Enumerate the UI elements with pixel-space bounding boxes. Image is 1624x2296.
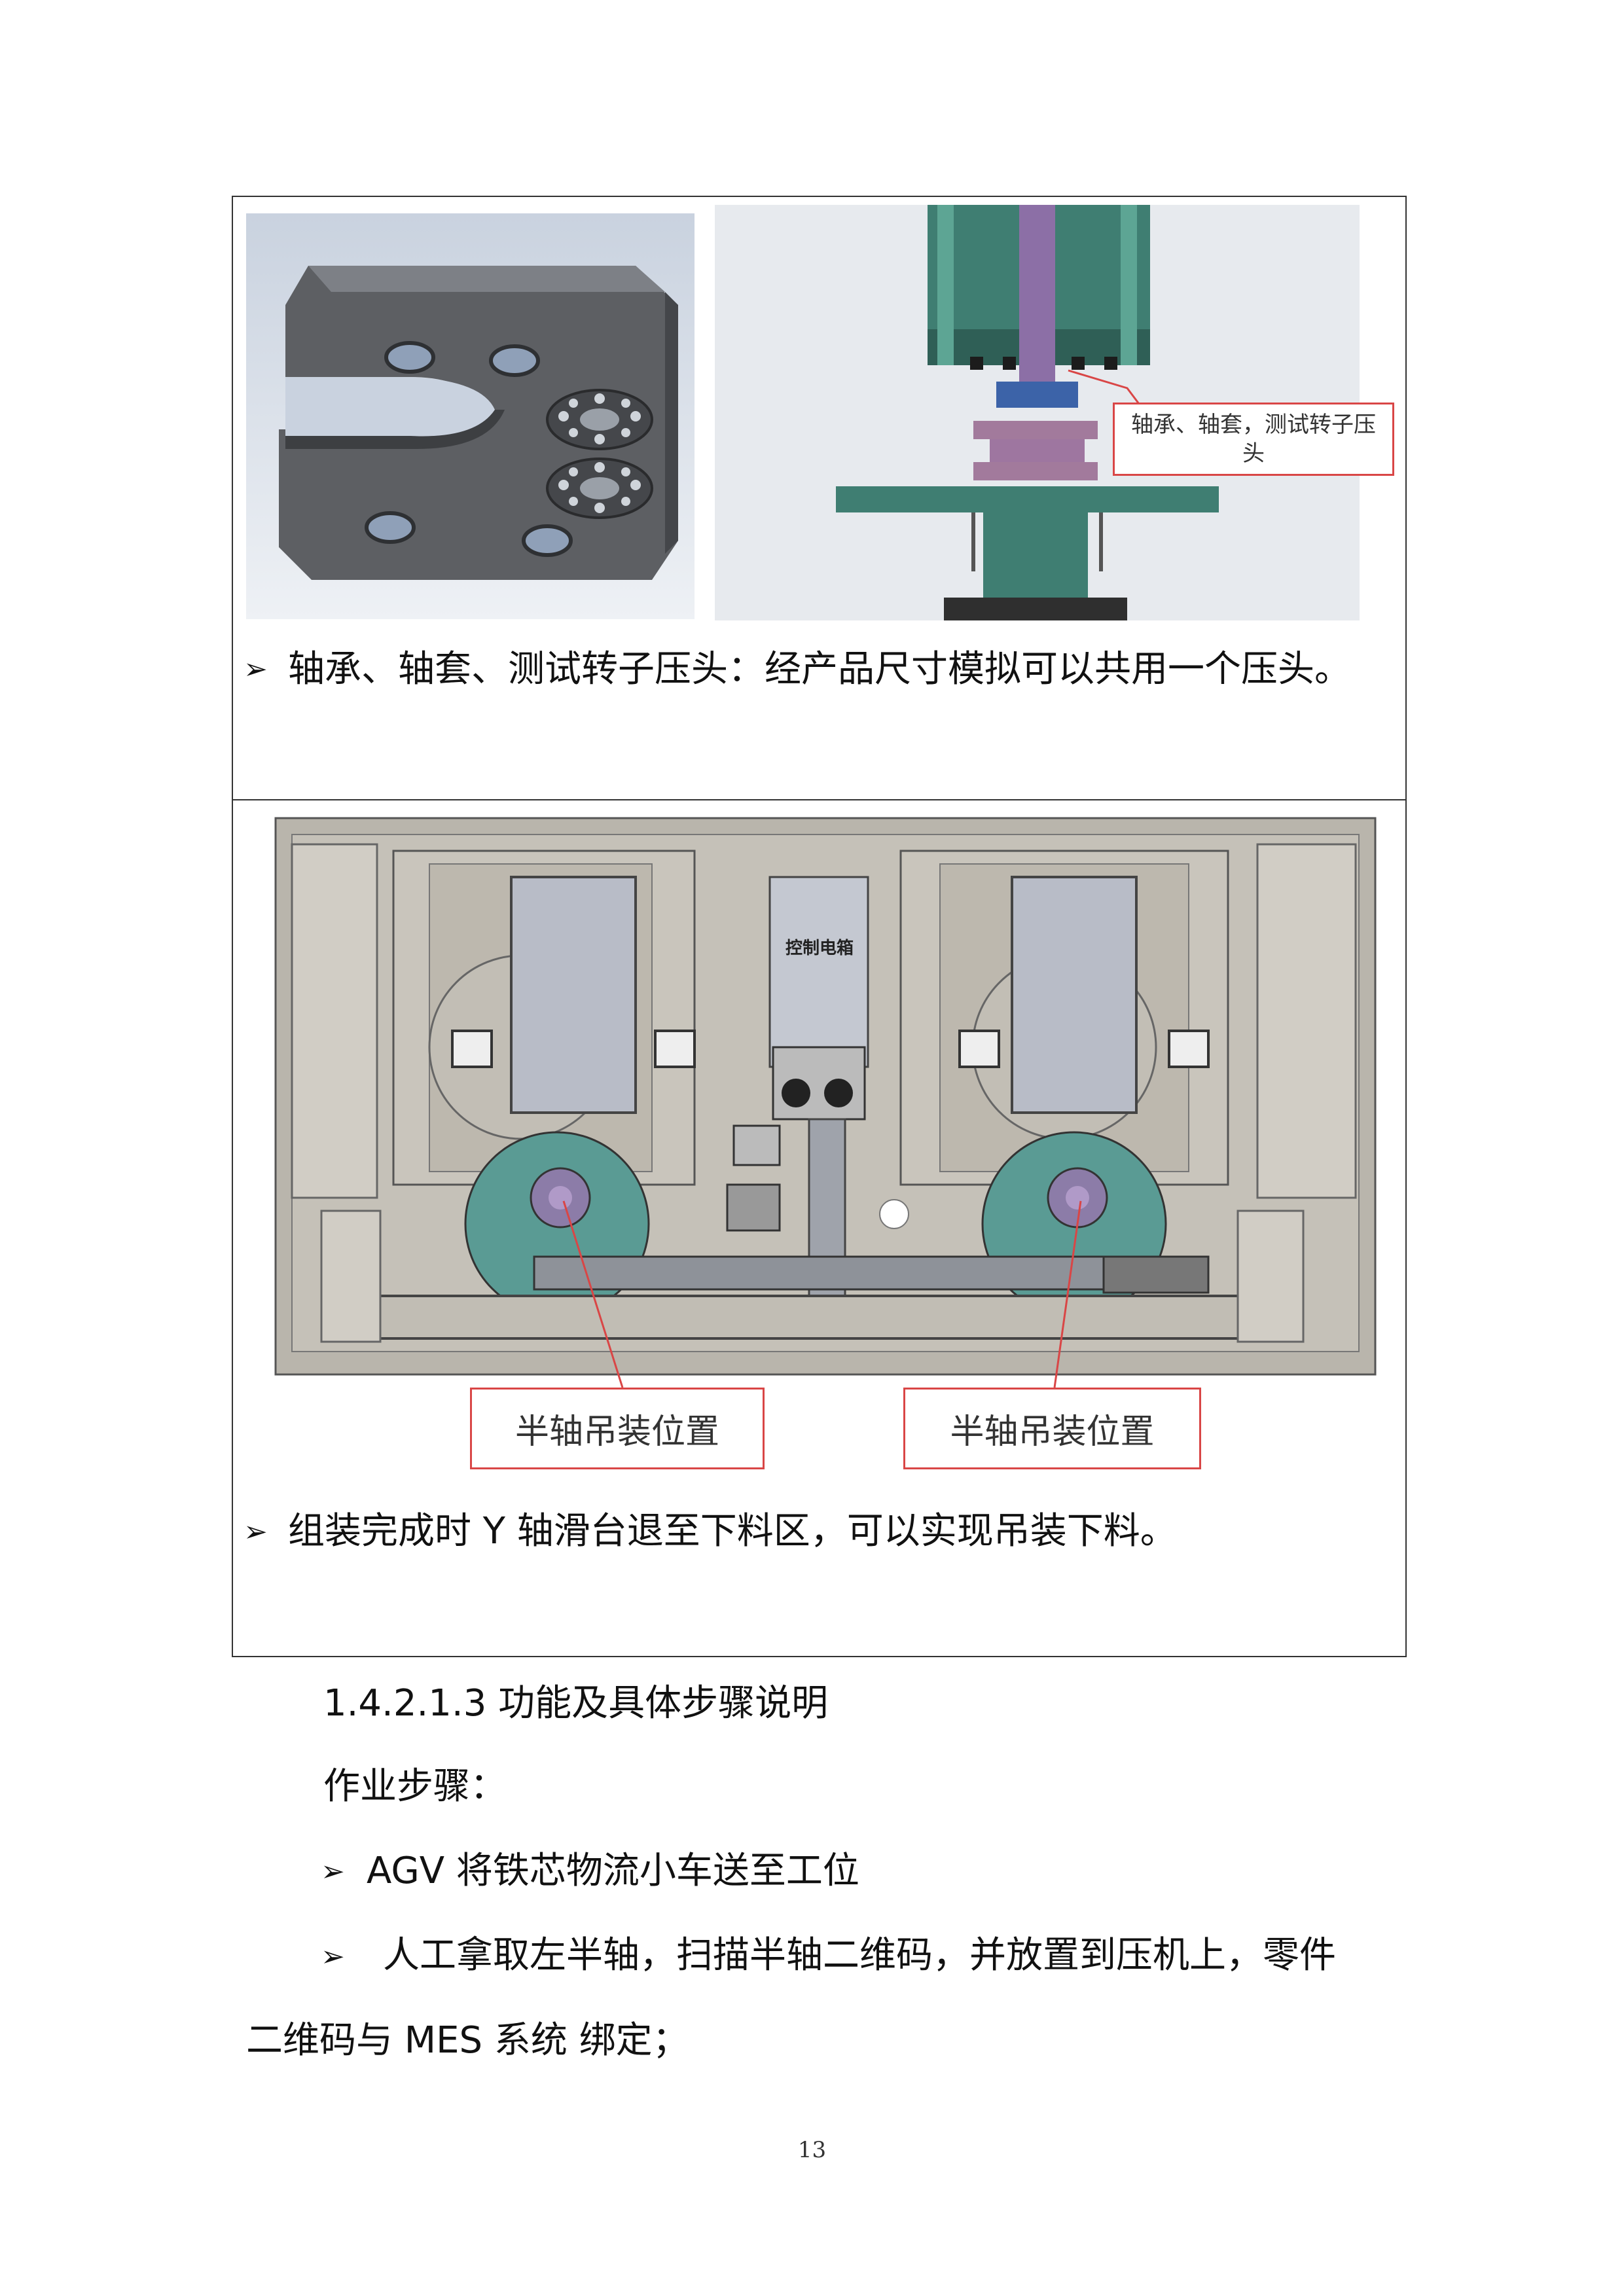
press-head-image	[246, 213, 695, 619]
half-shaft-label-left: 半轴吊装位置	[514, 1412, 719, 1452]
steps-title: 作业步骤：	[323, 1765, 507, 1808]
control-box-label: 控制电箱	[785, 939, 854, 958]
half-shaft-label-right: 半轴吊装位置	[950, 1412, 1155, 1452]
half-shaft-callout-right: 半轴吊装位置	[903, 1388, 1201, 1469]
equipment-topview-image	[246, 805, 1392, 1388]
row2-text: 组装完成时 Y 轴滑台退至下料区，可以实现吊装下料。	[288, 1510, 1177, 1552]
half-shaft-callout-left: 半轴吊装位置	[470, 1388, 765, 1469]
figure-table	[232, 196, 1407, 1657]
press-head-label: 轴承、轴套，测试转子压头	[1131, 412, 1376, 467]
step1-text: AGV 将铁芯物流小车送至工位	[367, 1850, 859, 1892]
row2-bullet: ➢	[244, 1515, 268, 1549]
step2-line1: 人工拿取左半轴，扫描半轴二维码，并放置到压机上，零件	[383, 1934, 1336, 1977]
row1-text: 轴承、轴套、测试转子压头：经产品尺寸模拟可以共用一个压头。	[288, 648, 1351, 691]
step1-bullet: ➢	[321, 1855, 345, 1888]
table-row-divider	[232, 799, 1407, 800]
row1-bullet: ➢	[244, 653, 268, 686]
page-number: 13	[797, 2137, 827, 2163]
press-head-callout: 轴承、轴套，测试转子压头	[1113, 403, 1394, 476]
section-heading: 1.4.2.1.3 功能及具体步骤说明	[323, 1682, 829, 1725]
step2-line2: 二维码与 MES 系统 绑定；	[246, 2019, 689, 2062]
step2-bullet: ➢	[321, 1940, 345, 1973]
